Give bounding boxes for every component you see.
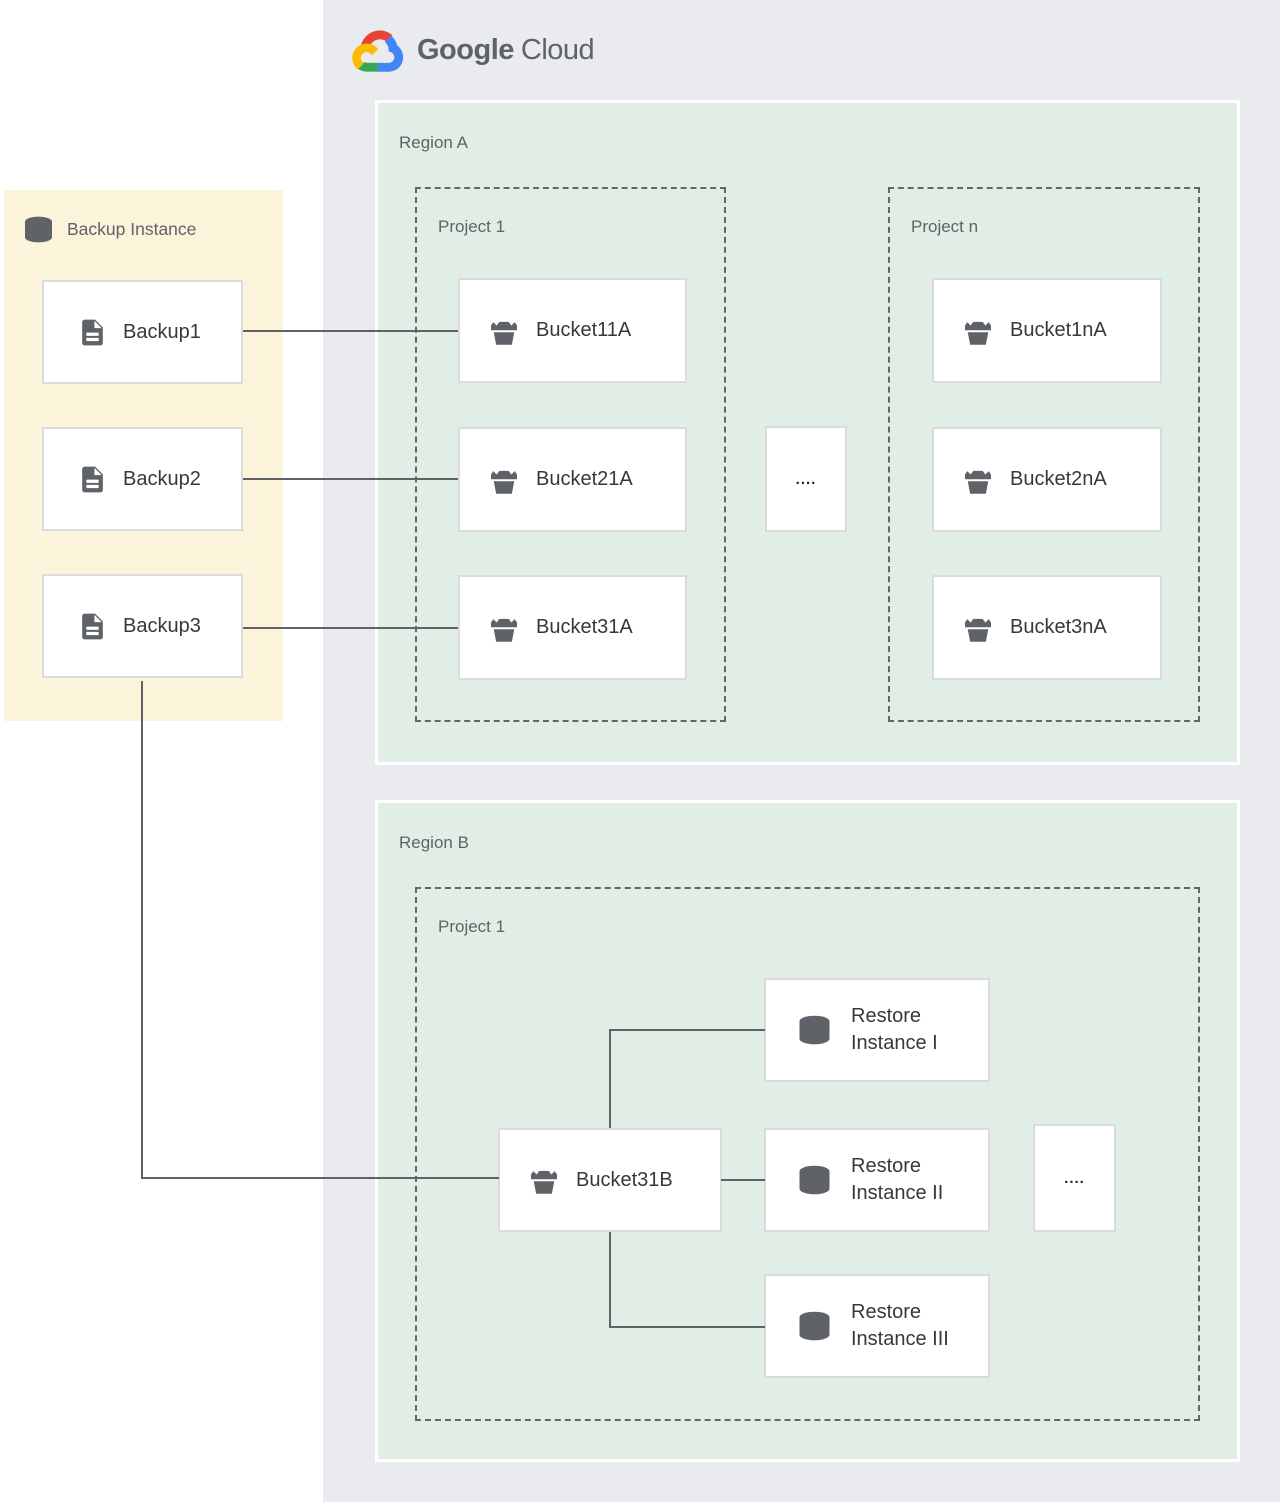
- bucket1na-node: Bucket1nA: [932, 278, 1162, 383]
- document-icon: [77, 464, 108, 495]
- backup-instance-header: Backup Instance: [21, 216, 196, 243]
- bucket-label: Bucket2nA: [1010, 468, 1107, 490]
- bucket-icon: [963, 316, 993, 346]
- backup1-node: Backup1: [42, 280, 243, 384]
- backup3-node: Backup3: [42, 574, 243, 678]
- logo-word-google: Google: [417, 34, 514, 66]
- connector-bucket31b-restore2: [721, 1179, 765, 1181]
- backup-label: Backup3: [123, 614, 201, 637]
- bucket-label: Bucket31B: [576, 1168, 673, 1191]
- region-b-project-1: Project 1 Restore Instance I Bucket31B R…: [415, 887, 1200, 1421]
- backup-instance-title: Backup Instance: [67, 219, 197, 239]
- bucket-label: Bucket3nA: [1010, 616, 1107, 638]
- ellipsis-label: ....: [1064, 1169, 1085, 1187]
- backup-label: Backup2: [123, 467, 201, 490]
- bucket2na-node: Bucket2nA: [932, 427, 1162, 532]
- connector-bucket31b-restore3: [609, 1326, 765, 1328]
- database-icon: [21, 216, 56, 243]
- bucket-icon: [489, 316, 519, 346]
- database-icon: [796, 1015, 833, 1045]
- region-a: Region A Project 1 Bucket11A Bucket21A B…: [375, 100, 1240, 765]
- restore-instance-label: Restore Instance I: [851, 1005, 938, 1054]
- bucket-label: Bucket11A: [536, 319, 632, 341]
- google-cloud-icon: [352, 28, 404, 73]
- restore-instance-2-node: Restore Instance II: [764, 1128, 990, 1232]
- region-a-project-n: Project n Bucket1nA Bucket2nA Bucket3nA: [888, 187, 1200, 722]
- logo-word-cloud: Cloud: [520, 34, 595, 66]
- database-icon: [796, 1165, 833, 1195]
- document-icon: [77, 611, 108, 642]
- backup-label: Backup1: [123, 320, 201, 343]
- connector-backup3-down: [141, 681, 143, 1178]
- bucket21a-node: Bucket21A: [458, 427, 687, 532]
- backup-instance-panel: Backup Instance Backup1 Backup2 Backup3: [4, 190, 283, 721]
- connector-bucket31b-restore1: [609, 1029, 765, 1031]
- restore-instance-label: Restore Instance III: [851, 1301, 949, 1350]
- database-icon: [796, 1311, 833, 1341]
- connector-backup3-bucket31a: [243, 627, 458, 629]
- bucket-icon: [529, 1165, 559, 1195]
- ellipsis-label: ....: [795, 470, 817, 488]
- bucket11a-node: Bucket11A: [458, 278, 687, 383]
- bucket-icon: [963, 465, 993, 495]
- region-a-label: Region A: [399, 133, 468, 152]
- restore-instance-label: Restore Instance II: [851, 1155, 944, 1204]
- bucket31b-node: Bucket31B: [498, 1128, 722, 1232]
- bucket31a-node: Bucket31A: [458, 575, 687, 680]
- connector-backup3-bucket31b: [141, 1177, 499, 1179]
- connector-backup1-bucket11a: [243, 330, 458, 332]
- restore-instance-3-node: Restore Instance III: [764, 1274, 990, 1378]
- region-a-project-1: Project 1 Bucket11A Bucket21A Bucket31A: [415, 187, 726, 722]
- connector-bucket31b-down: [609, 1232, 611, 1327]
- region-b: Region B Project 1 Restore Instance I Bu…: [375, 800, 1240, 1462]
- project-n-label: Project n: [911, 217, 979, 236]
- bucket-label: Bucket31A: [536, 616, 633, 638]
- connector-bucket31b-up: [609, 1030, 611, 1128]
- bucket-label: Bucket21A: [536, 468, 633, 490]
- bucket3na-node: Bucket3nA: [932, 575, 1162, 680]
- connector-backup2-bucket21a: [243, 478, 458, 480]
- project-1-label: Project 1: [438, 917, 506, 936]
- bucket-label: Bucket1nA: [1010, 319, 1107, 341]
- bucket-icon: [963, 613, 993, 643]
- restore-ellipsis-node: ....: [1033, 1124, 1116, 1232]
- region-b-label: Region B: [399, 833, 469, 852]
- project-1-label: Project 1: [438, 217, 506, 236]
- bucket-icon: [489, 465, 519, 495]
- backup2-node: Backup2: [42, 427, 243, 531]
- bucket-icon: [489, 613, 519, 643]
- restore-instance-1-node: Restore Instance I: [764, 978, 990, 1082]
- document-icon: [77, 317, 108, 348]
- projects-ellipsis-node: ....: [765, 426, 847, 532]
